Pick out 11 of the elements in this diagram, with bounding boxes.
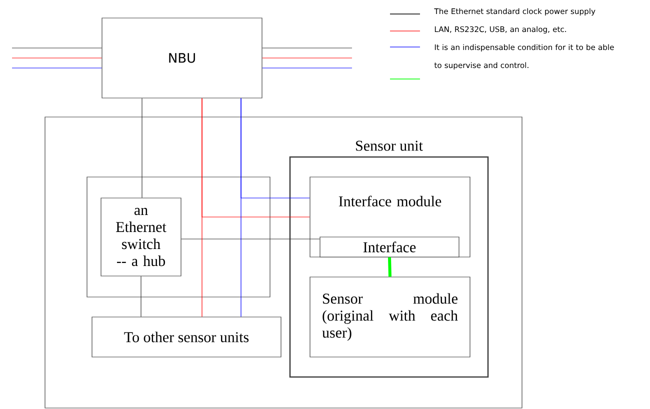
node-label: Sensor unit [356,140,423,151]
switch-box: an Ethernet switch -- a hub [100,198,182,276]
connector-line [202,98,310,218]
connector-line [181,238,320,240]
connector-line [240,98,310,198]
process-box: NBU [102,18,262,98]
interface-box: Interface [320,236,460,258]
process-box: To other sensor units [92,316,282,358]
connector-line [140,276,142,317]
connector-line [388,257,392,277]
module-box: Sensor module (original with each user) [310,276,470,358]
